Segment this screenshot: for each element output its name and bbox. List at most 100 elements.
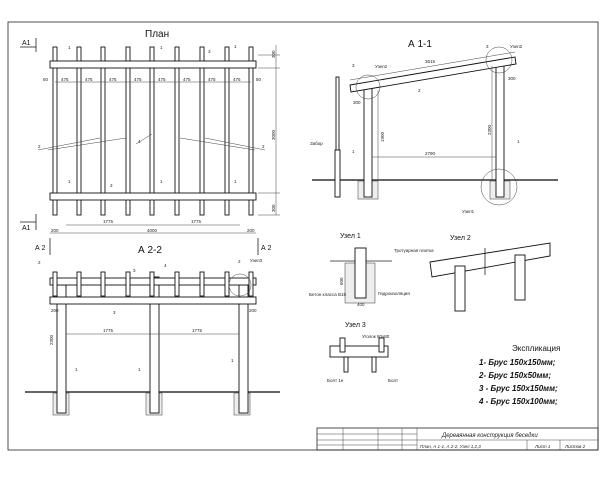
dim-spacing: 475 (61, 77, 69, 82)
dim-overhang-right: 200 (247, 228, 255, 233)
dim-floor-span: 2790 (425, 151, 436, 156)
dim-span-left: 1775 (103, 219, 114, 224)
callout-rafter-left: 2 (38, 144, 41, 149)
callout-post: 1 (234, 44, 237, 49)
section-mark-a2-right: А 2 (261, 245, 272, 252)
section-mark-a1-top: А1 (22, 40, 31, 47)
node-3-detail: Узел 3 Уголок 80х80 Болт 1н Болт (327, 322, 398, 383)
node-2-detail: Узел 2 (429, 235, 551, 312)
node-1-detail: Узел 1 Тротуарная плитка Бетон класса B1… (309, 233, 434, 307)
section-a1-1: А 1-1 3615 2790 1900 2300 300 300 Забор … (310, 39, 558, 214)
explication-item: 2- Брус 150х50мм; (478, 371, 551, 380)
plan-title: План (145, 29, 169, 40)
explication-item: 1- Брус 150х150мм; (479, 358, 556, 367)
node2-callout-right: Узел2 (510, 44, 523, 49)
node1-callout: Узел1 (462, 209, 475, 214)
node2-title: Узел 2 (450, 235, 471, 242)
dim-spacing: 475 (134, 77, 142, 82)
title-block: Деревянная конструкция беседки План, А 1… (316, 427, 599, 451)
sheet-frame (7, 21, 599, 451)
sheet-count: Листов 2 (564, 444, 586, 449)
bolt-right-label: Болт (388, 378, 398, 383)
waterproofing-label: Гидроизоляция (378, 291, 410, 296)
callout-post: 1 (68, 179, 71, 184)
dim-spacing: 475 (208, 77, 216, 82)
explication-item: 4 - Брус 150х100мм; (478, 397, 558, 406)
callout-beam: 3 (133, 268, 136, 273)
dim-spacing: 475 (183, 77, 191, 82)
node3-title: Узел 3 (345, 322, 366, 329)
dim-overhang-left: 200 (51, 308, 59, 313)
angle-label: Уголок 80х80 (362, 334, 390, 339)
section-rafter (224, 271, 230, 297)
explication: Экспликация 1- Брус 150х150мм; 2- Брус 1… (478, 344, 560, 406)
section-rafter (76, 271, 82, 297)
node1-title: Узел 1 (340, 233, 361, 240)
callout-post: 1 (352, 149, 355, 154)
section-a2-2: А 2-2 А 2 А 2 1775 1775 200 200 2300 Узе… (25, 238, 280, 416)
section-rafter (100, 271, 106, 297)
callout-post: 1 (231, 358, 234, 363)
callout-post: 1 (234, 179, 237, 184)
callout-rafter: 2 (38, 260, 41, 265)
dim-offset-left: 300 (353, 100, 361, 105)
callout-center-rafter: 4 (138, 139, 141, 144)
dim-offset-right: 300 (508, 76, 516, 81)
bolt-left-label: Болт 1н (327, 378, 344, 383)
section-rafter (199, 271, 205, 297)
callout-post: 1 (75, 367, 78, 372)
dim-spacing: 475 (158, 77, 166, 82)
dim-span-left: 1775 (103, 328, 114, 333)
drawing-contents: План, А 1-1, А 2-2, Узел 1,2,3 (420, 444, 481, 449)
sheet-number: Лист 1 (534, 444, 551, 449)
section-a11-title: А 1-1 (408, 39, 432, 50)
dim-depth-bot: 300 (271, 204, 276, 212)
callout-post: 1 (517, 139, 520, 144)
plan-rafter (125, 46, 131, 216)
callout-beam: 3 (110, 183, 113, 188)
dim-overhang-left: 200 (51, 228, 59, 233)
plan-rafter (100, 46, 106, 216)
post-center (149, 276, 160, 414)
dim-span-right: 1775 (191, 219, 202, 224)
dim-span-right: 1775 (192, 328, 203, 333)
dim-depth-top: 300 (271, 50, 276, 58)
section-a22-title: А 2-2 (138, 245, 162, 256)
plan-rafter (52, 46, 58, 216)
callout-post: 1 (160, 45, 163, 50)
plan-rafter (248, 46, 254, 216)
callout-beam: 3 (486, 44, 489, 49)
depth-dim: 600 (339, 277, 344, 285)
section-rafter (174, 271, 180, 297)
concrete-label: Бетон класса B15 (309, 292, 346, 297)
beam-lower (49, 296, 257, 305)
dim-depth-mid: 3000 (271, 129, 276, 140)
callout-post: 1 (68, 45, 71, 50)
section-rafter (125, 271, 131, 297)
explication-title: Экспликация (512, 344, 560, 353)
callout-beam: 3 (113, 310, 116, 315)
post-left (363, 84, 373, 198)
dim-spacing: 475 (85, 77, 93, 82)
dim-overhang-right: 200 (249, 308, 257, 313)
plan-beam-bottom (49, 192, 257, 201)
dim-height-left: 1900 (380, 131, 385, 142)
width-dim: 400 (357, 302, 365, 307)
plan-rafter (174, 46, 180, 216)
fence-label: Забор (310, 141, 323, 146)
callout-rafter-right: 2 (262, 144, 265, 149)
section-rafter (149, 271, 155, 297)
plan-rafter (224, 46, 230, 216)
explication-item: 3 - Брус 150х150мм; (479, 384, 558, 393)
dim-spacing: 475 (233, 77, 241, 82)
callout-center: 4 (164, 263, 167, 268)
dim-edge-right: 50 (256, 77, 262, 82)
node3-callout: Узел3 (250, 258, 263, 263)
callout-beam: 3 (352, 63, 355, 68)
callout-post: 1 (160, 179, 163, 184)
dim-height-right: 2300 (487, 124, 492, 135)
dim-rafter-span: 3615 (425, 59, 436, 64)
plan-rafter (76, 46, 82, 216)
dim-height: 2300 (49, 334, 54, 345)
